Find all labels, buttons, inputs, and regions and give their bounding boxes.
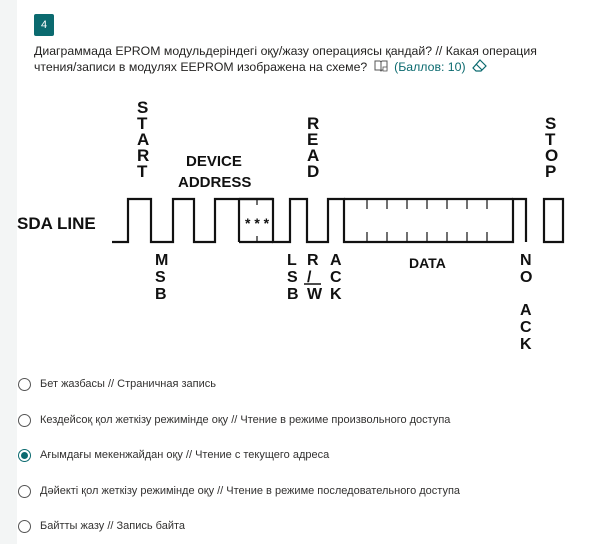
question-text-block: Диаграммада EPROM модульдеріндегі оқу/жа… — [34, 43, 574, 76]
msb-label-letter: M — [155, 252, 168, 269]
diagram-svg: SDA LINE * * * DATA DEVICE ADDRESS START… — [17, 98, 565, 353]
rw-label-letter: R — [307, 252, 319, 269]
answer-option[interactable]: Дәйекті қол жеткізу режимінде оқу // Чте… — [18, 481, 460, 501]
answer-option-label: Кездейсоқ қол жеткізу режимінде оқу // Ч… — [40, 414, 451, 426]
radio-button-selected[interactable] — [18, 448, 31, 462]
stop-label-letter: O — [545, 146, 558, 165]
start-label-letter: T — [137, 162, 148, 181]
sda-waveform — [112, 197, 565, 244]
answer-option[interactable]: Байтты жазу // Запись байта — [18, 516, 185, 536]
stop-label-letter: S — [545, 114, 556, 133]
data-bit-ticks — [256, 199, 488, 242]
address-label: ADDRESS — [178, 174, 251, 191]
stop-label-letter: P — [545, 162, 556, 181]
read-label-letter: D — [307, 162, 319, 181]
lsb-label-letter: B — [287, 286, 299, 303]
answer-option[interactable]: Ағымдағы мекенжайдан оқу // Чтение с тек… — [18, 445, 329, 465]
start-label-letter: T — [137, 114, 148, 133]
radio-button[interactable] — [18, 377, 31, 391]
msb-label-letter: S — [155, 269, 166, 286]
stop-label-letter: T — [545, 130, 556, 149]
question-number-badge: 4 — [34, 14, 54, 36]
lsb-label-letter: S — [287, 269, 298, 286]
start-label-letter: R — [137, 146, 149, 165]
lsb-label-letter: L — [287, 252, 297, 269]
data-label: DATA — [409, 255, 446, 271]
answer-option[interactable]: Кездейсоқ қол жеткізу режимінде оқу // Ч… — [18, 410, 450, 430]
start-label-letter: A — [137, 130, 149, 149]
ack-label-letter: K — [330, 286, 342, 303]
radio-button[interactable] — [18, 484, 31, 498]
address-stars: * * * — [245, 215, 270, 231]
radio-button[interactable] — [18, 413, 31, 427]
radio-dot — [21, 451, 28, 459]
no-label-letter: O — [520, 269, 532, 286]
no-ack-label-letter: A — [520, 302, 532, 319]
radio-button[interactable] — [18, 519, 31, 533]
read-label-letter: R — [307, 114, 319, 133]
ack-label-letter: A — [330, 252, 342, 269]
start-label-letter: S — [137, 98, 148, 117]
read-label-letter: A — [307, 146, 319, 165]
eraser-icon[interactable] — [472, 59, 487, 76]
rw-label-letter: W — [307, 286, 323, 303]
answer-option-label: Ағымдағы мекенжайдан оқу // Чтение с тек… — [40, 449, 330, 461]
answer-option[interactable]: Бет жазбасы // Страничная запись — [18, 374, 216, 394]
no-label-letter: N — [520, 252, 532, 269]
answer-option-label: Дәйекті қол жеткізу режимінде оқу // Чте… — [40, 485, 461, 497]
answer-option-label: Бет жазбасы // Страничная запись — [40, 378, 216, 390]
question-text: Диаграммада EPROM модульдеріндегі оқу/жа… — [34, 44, 537, 74]
no-ack-label-letter: K — [520, 336, 532, 353]
rw-label-letter: / — [307, 269, 312, 286]
points-label: (Баллов: 10) — [394, 60, 466, 74]
read-label-letter: E — [307, 130, 318, 149]
immersive-reader-icon[interactable] — [374, 60, 388, 76]
ack-label-letter: C — [330, 269, 342, 286]
device-label: DEVICE — [186, 153, 242, 170]
msb-label-letter: B — [155, 286, 167, 303]
answer-option-label: Байтты жазу // Запись байта — [40, 520, 186, 532]
no-ack-label-letter: C — [520, 319, 532, 336]
sda-line-label: SDA LINE — [17, 214, 96, 233]
